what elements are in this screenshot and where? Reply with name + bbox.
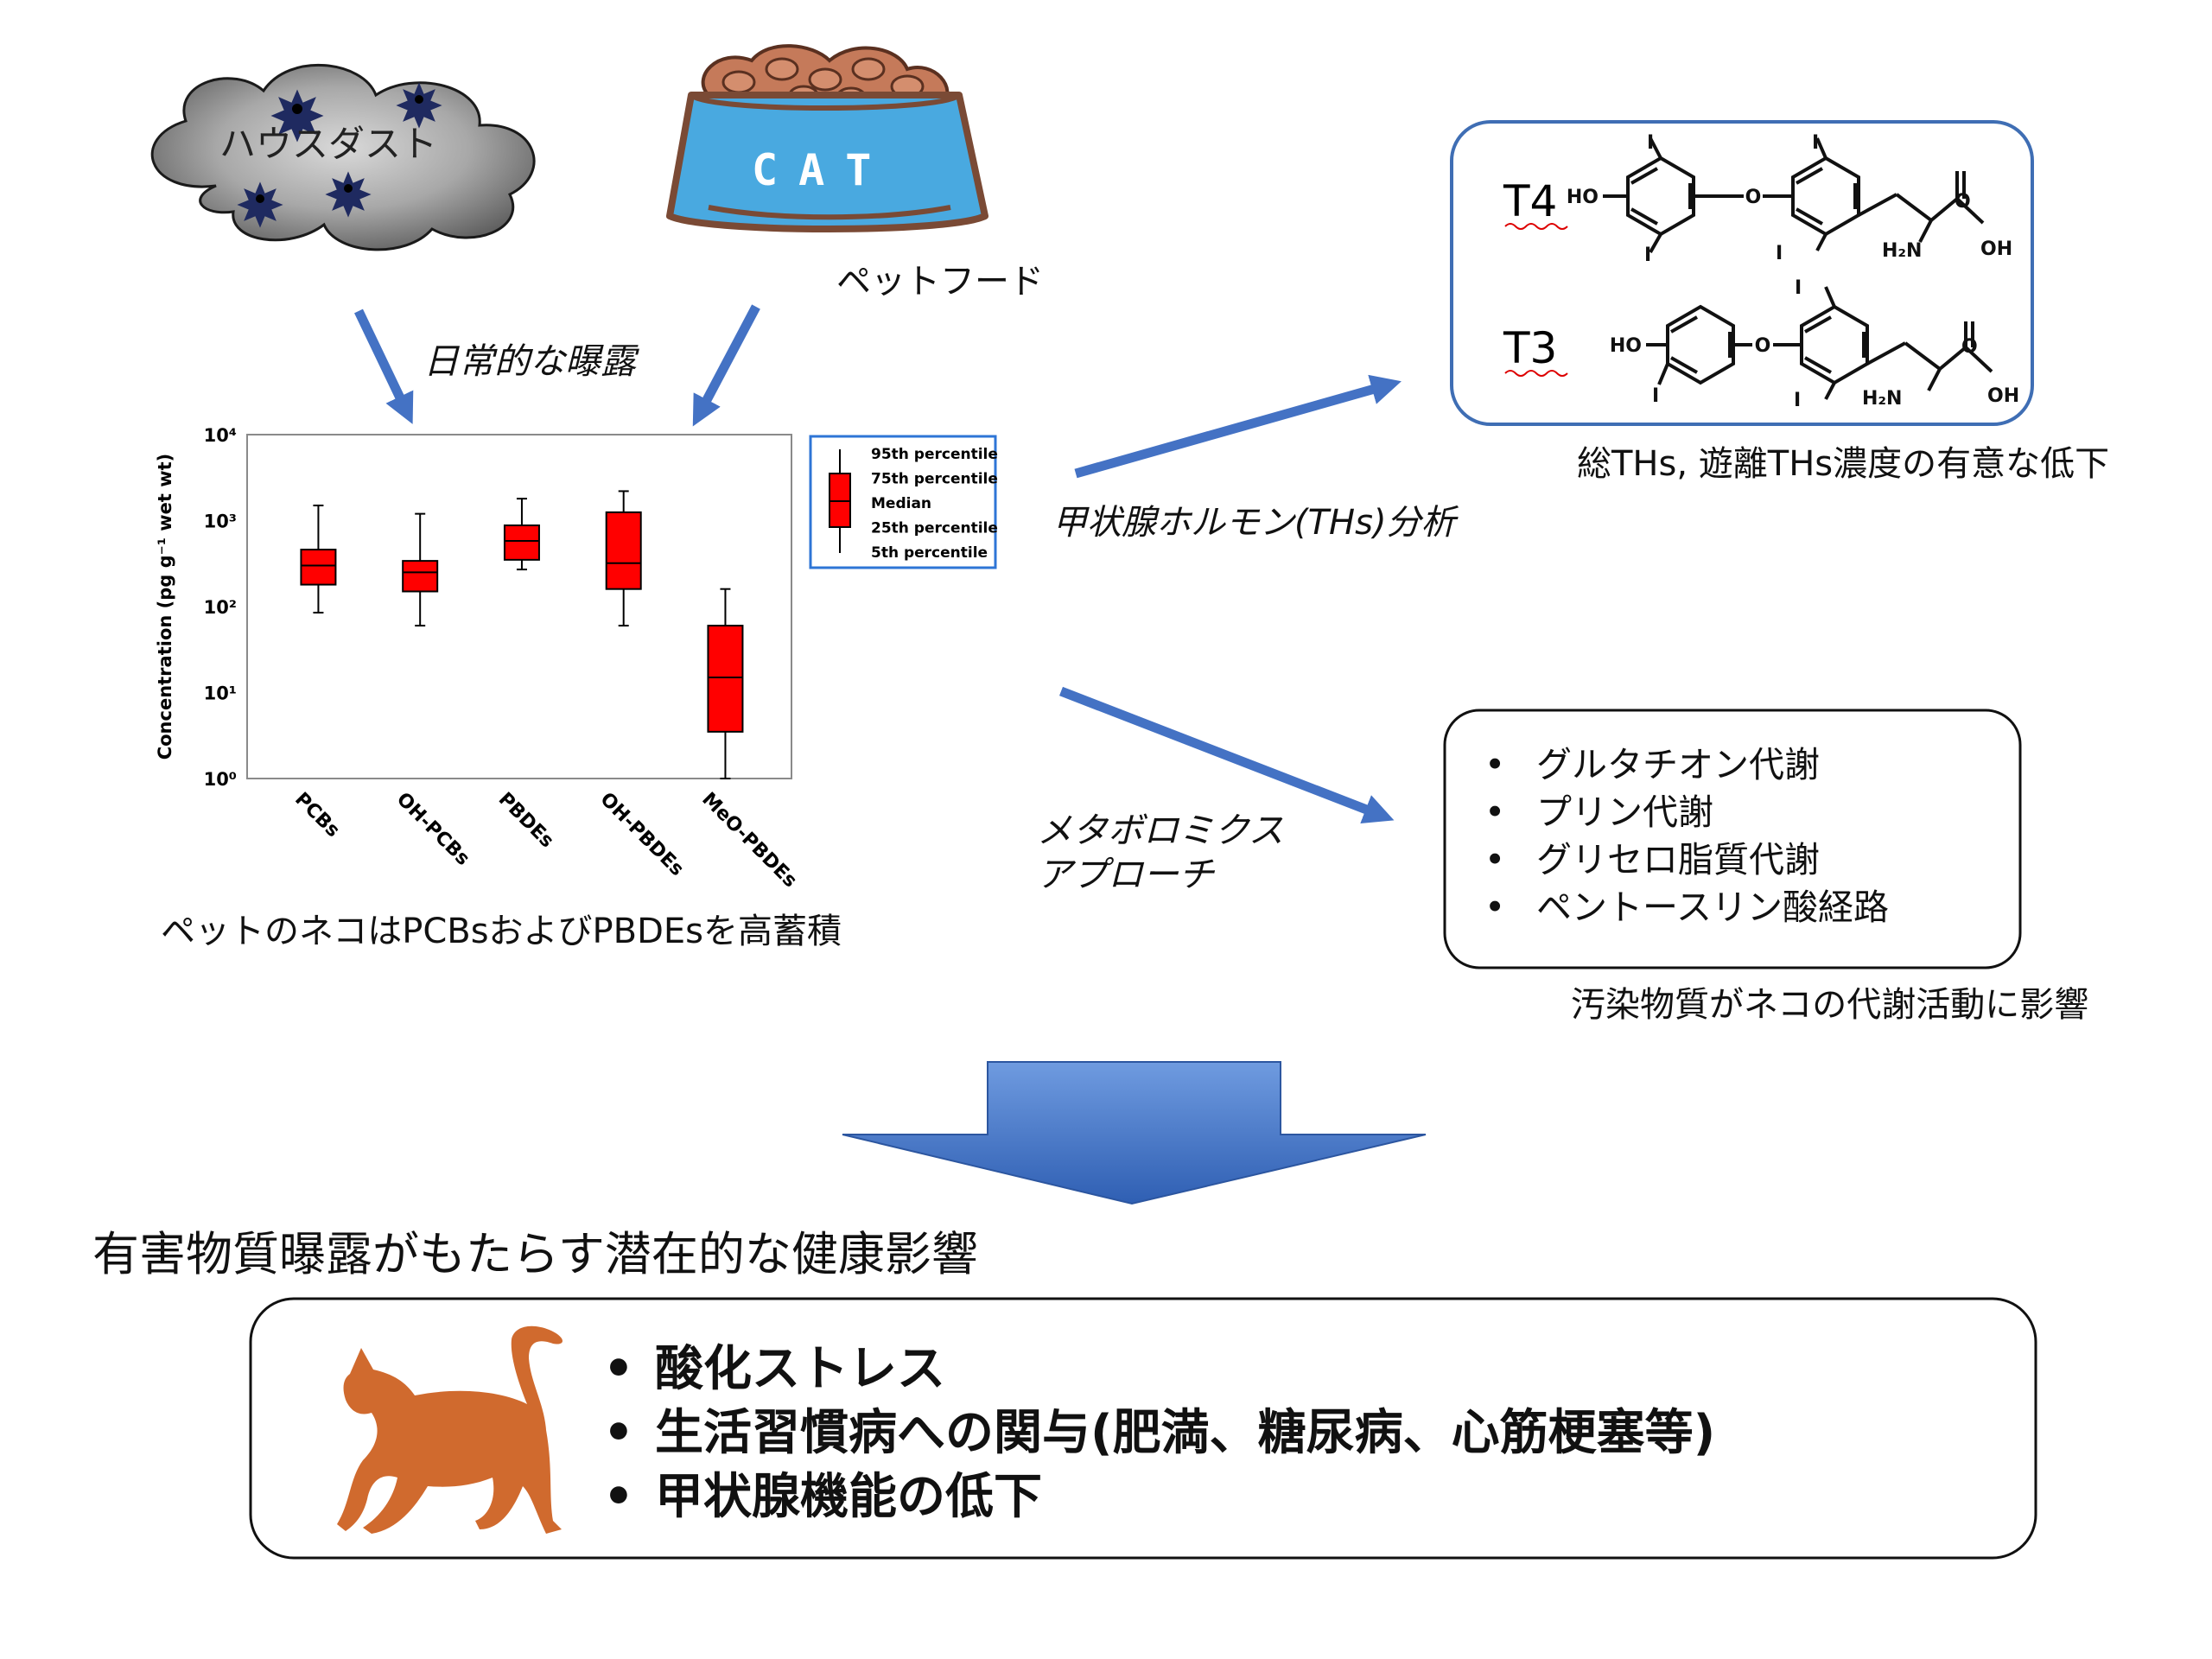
atom-ho: HO	[1567, 187, 1599, 208]
spellcheck-underline-icon	[1504, 223, 1568, 230]
atom-h2n: H₂N	[1882, 240, 1922, 262]
cat-food-bowl-icon	[666, 44, 988, 232]
box-PBDEs	[503, 498, 540, 571]
atom-o: O	[1955, 191, 1971, 213]
metabolomics-item-3: ペントースリン酸経路	[1469, 884, 1889, 931]
x-tick-label: MeO-PBDEs	[697, 789, 801, 893]
x-tick-label: OH-PCBs	[392, 789, 474, 870]
atom-i: I	[1795, 277, 1802, 299]
thyroid-analysis-label: 甲状腺ホルモン(THs)分析	[1052, 503, 1456, 543]
conclusion-heading: 有害物質曝露がもたらす潜在的な健康影響	[92, 1227, 978, 1281]
y-tick-label: 10¹	[204, 683, 237, 704]
atom-i: I	[1812, 132, 1819, 154]
chart-caption: ペットのネコはPCBsおよびPBDEsを高蓄積	[161, 912, 842, 951]
t4-structure-icon	[1603, 137, 1985, 253]
atom-i: I	[1644, 245, 1651, 266]
atom-o: O	[1745, 187, 1762, 208]
thyroid-hormone-box	[1450, 120, 2034, 426]
atom-i: I	[1652, 385, 1659, 407]
y-tick-label: 10⁰	[204, 769, 237, 790]
box-PCBs	[300, 504, 337, 614]
box-MeO-PBDEs	[707, 588, 744, 779]
atom-i: I	[1794, 390, 1801, 411]
metabolomics-item-1: プリン代謝	[1469, 789, 1889, 836]
metabolomics-caption: 汚染物質がネコの代謝活動に影響	[1571, 985, 2089, 1025]
cat-silhouette-icon	[337, 1325, 563, 1534]
box-iqr	[605, 511, 642, 590]
box-iqr	[300, 549, 337, 586]
spellcheck-underline-icon	[1504, 370, 1568, 377]
metabolomics-item-2: グリセロ脂質代謝	[1469, 836, 1889, 884]
x-tick-label: PBDEs	[494, 789, 558, 853]
conclusion-item-2: 甲状腺機能の低下	[588, 1465, 1715, 1529]
conclusion-item-1: 生活習慣病への関与(肥満、糖尿病、心筋梗塞等)	[588, 1402, 1715, 1465]
atom-h2n: H₂N	[1862, 388, 1902, 410]
metabolomics-label-line2: アプローチ	[1037, 854, 1214, 896]
x-tick-label: PCBs	[290, 789, 344, 842]
atom-i: I	[1776, 243, 1783, 264]
box-iqr	[503, 524, 540, 561]
box-iqr	[402, 560, 439, 593]
thyroid-caption: 総THs, 遊離THs濃度の有意な低下	[1577, 444, 2110, 484]
metabolomics-label: メタボロミクス アプローチ	[1037, 809, 1284, 898]
conclusion-list: 酸化ストレス生活習慣病への関与(肥満、糖尿病、心筋梗塞等)甲状腺機能の低下	[588, 1338, 1715, 1529]
down-arrow-icon	[842, 1061, 1427, 1205]
bowl-cat-label: CAT	[752, 145, 893, 195]
box-OH-PBDEs	[605, 490, 642, 627]
y-tick-label: 10²	[204, 597, 237, 618]
legend-entry: 95th percentile	[871, 446, 998, 463]
atom-i: I	[1647, 132, 1654, 154]
y-tick-label: 10³	[204, 512, 237, 532]
house-dust-cloud-icon	[150, 63, 536, 251]
x-tick-label: OH-PBDEs	[595, 789, 687, 880]
metabolomics-item-0: グルタチオン代謝	[1469, 741, 1889, 789]
y-axis-label: Concentration (pg g⁻¹ wet wt)	[155, 454, 175, 760]
legend-entry: 25th percentile	[871, 520, 998, 537]
atom-o: O	[1961, 336, 1978, 358]
house-dust-label: ハウスダスト	[219, 123, 438, 165]
t3-label: T3	[1503, 323, 1557, 373]
pet-food-label: ペットフード	[836, 262, 1044, 302]
y-tick-label: 10⁴	[204, 425, 237, 446]
legend-entry: 75th percentile	[871, 471, 998, 488]
t4-label: T4	[1503, 176, 1557, 226]
daily-exposure-label: 日常的な曝露	[423, 340, 636, 382]
t3-structure-icon	[1646, 286, 1993, 400]
atom-oh: OH	[1980, 238, 2012, 260]
box-iqr	[707, 625, 744, 733]
plot-area	[246, 434, 792, 779]
metabolomics-list: グルタチオン代謝プリン代謝グリセロ脂質代謝ペントースリン酸経路	[1469, 741, 1889, 931]
atom-labels: HO O I I I I H₂N O OH HO O I I I H₂N O O…	[1567, 132, 2019, 411]
legend-entry: Median	[871, 495, 931, 512]
legend-entry: 5th percentile	[871, 544, 988, 562]
atom-oh: OH	[1987, 385, 2019, 407]
conclusion-item-0: 酸化ストレス	[588, 1338, 1715, 1402]
concentration-boxplot: 10⁰ 10¹ 10² 10³ 10⁴ PCBs OH-PCBs PBDEs OH-PBDEs…	[155, 425, 998, 892]
atom-ho: HO	[1610, 335, 1642, 357]
dust-particles-icon	[237, 82, 442, 228]
metabolomics-label-line1: メタボロミクス	[1037, 810, 1284, 851]
box-OH-PCBs	[402, 512, 439, 627]
atom-o: O	[1755, 335, 1771, 357]
